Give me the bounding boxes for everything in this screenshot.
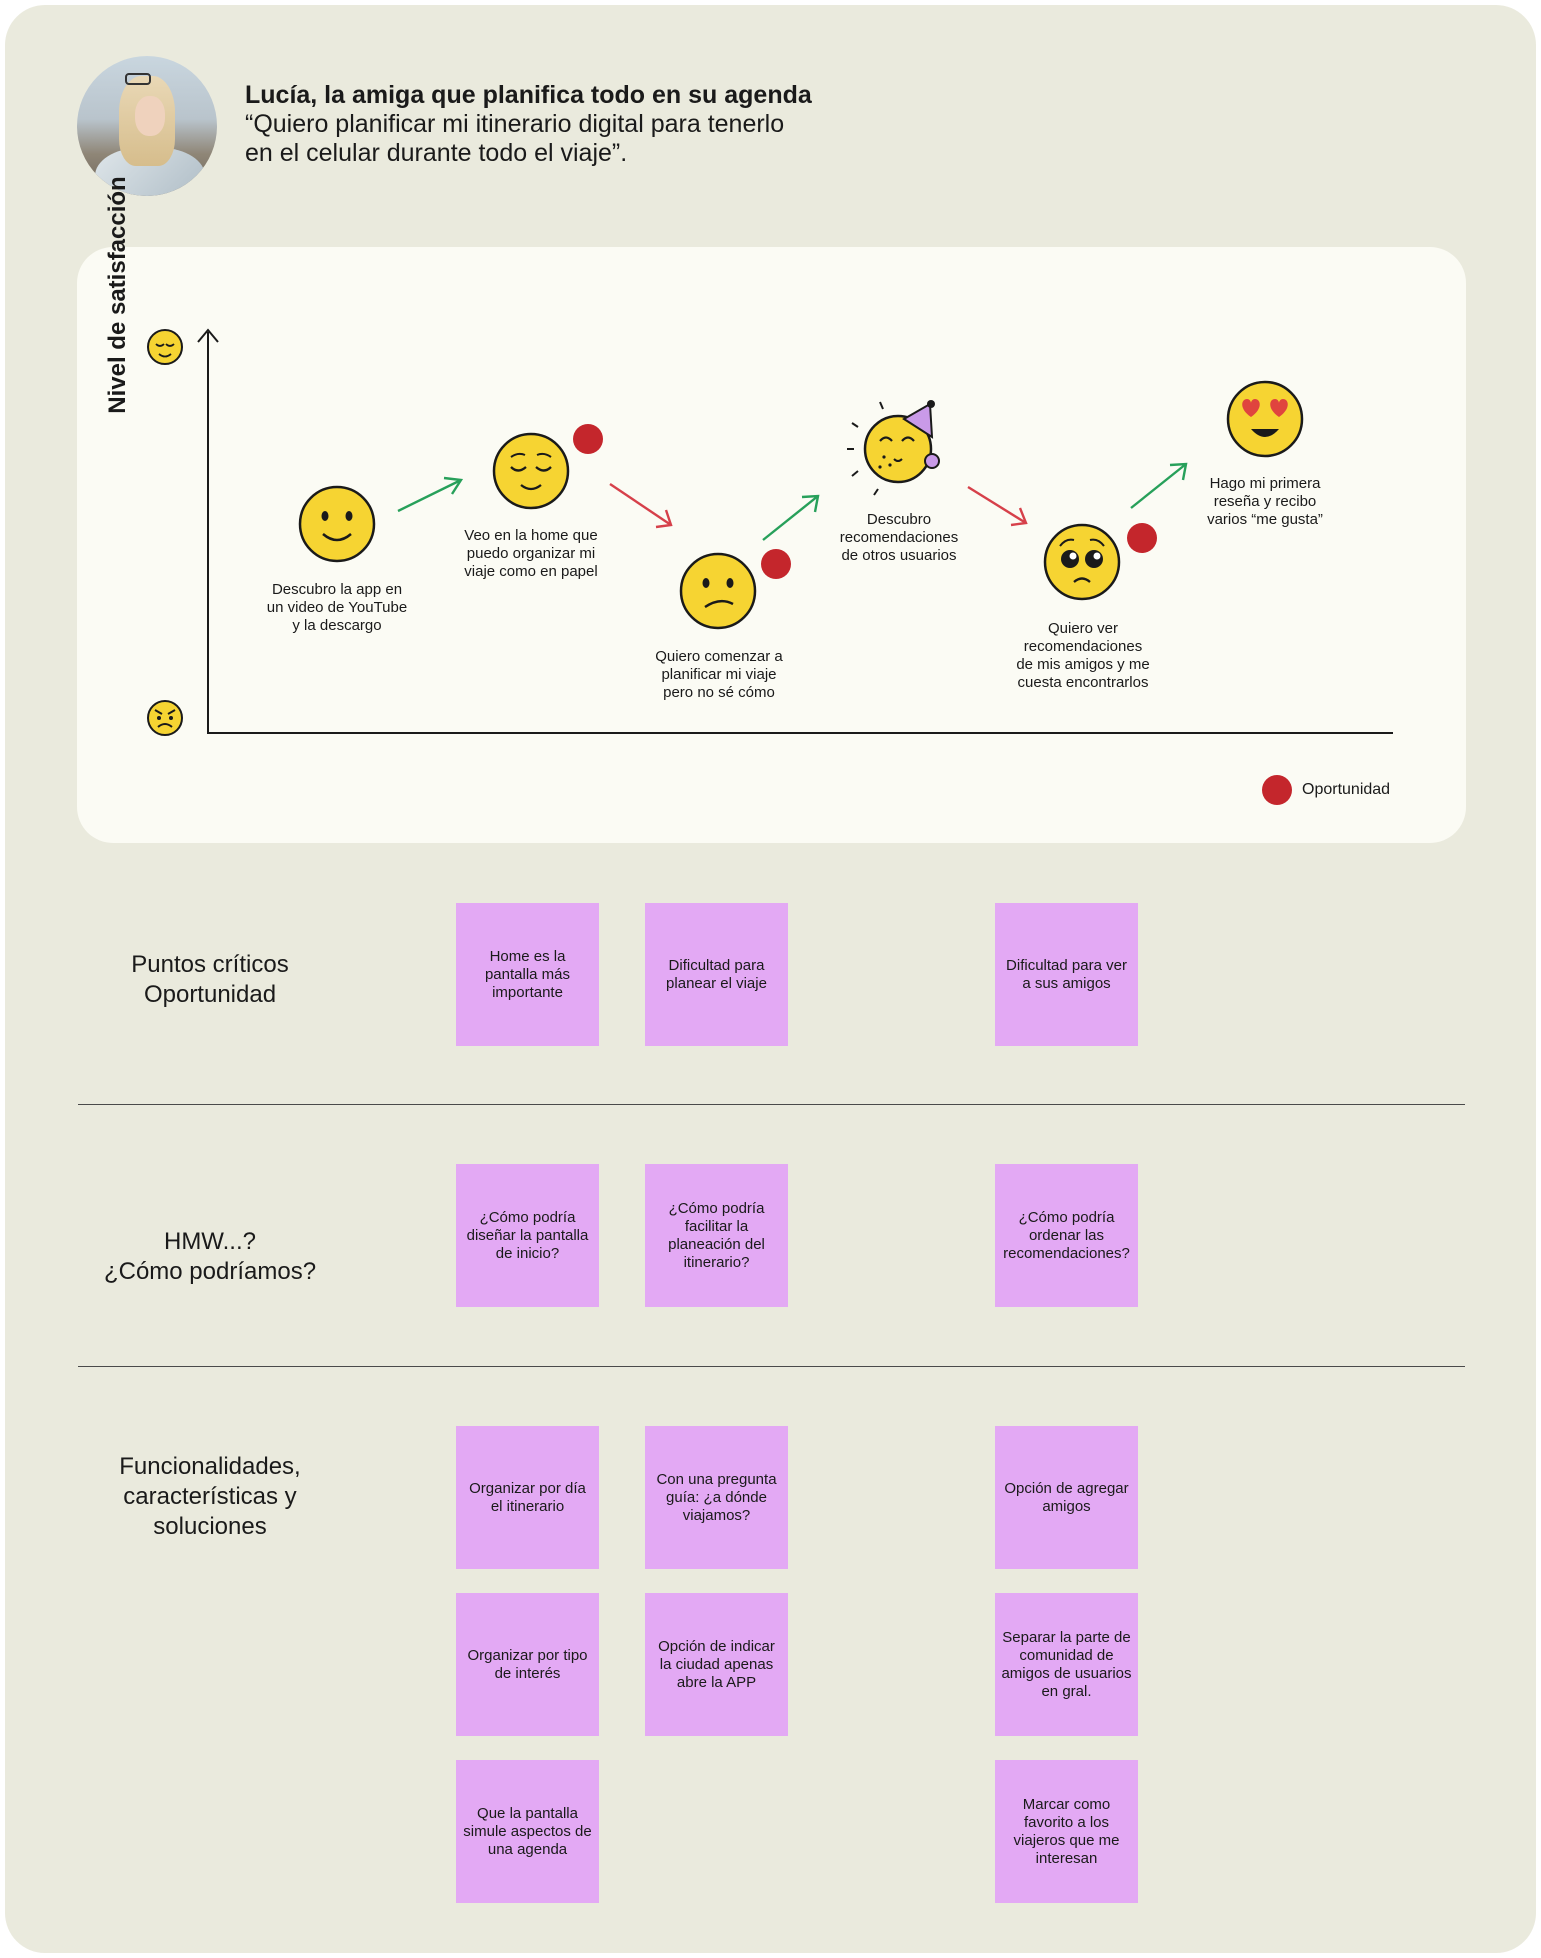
step-label-5: Quiero ver recomendaciones de mis amigos… [1016,620,1150,691]
opportunity-marker [1127,523,1157,553]
persona-quote-line1: “Quiero planificar mi itinerario digital… [245,110,785,138]
trend-up-arrow [762,494,820,541]
section-divider [78,1104,1465,1105]
trend-up-arrow [397,476,464,513]
confused-face-icon [679,552,757,630]
sticky-note: Home es la pantalla más importante [456,903,599,1046]
trend-down-arrow [967,485,1028,527]
partying-face-icon [847,400,940,496]
section-title-features: Funcionalidades, características y soluc… [119,1453,301,1540]
sticky-note: Dificultad para ver a sus amigos [995,903,1138,1046]
sticky-note: Que la pantalla simule aspectos de una a… [456,1760,599,1903]
step-label-1: Descubro la app en un video de YouTube y… [266,581,408,634]
section-title-hmw: HMW...? ¿Cómo podríamos? [103,1228,317,1285]
sticky-note: ¿Cómo podría facilitar la planeación del… [645,1164,788,1307]
smiling-face-icon [298,485,376,563]
chart-legend: Oportunidad [1262,775,1390,805]
y-axis-arrowhead [197,328,219,343]
sticky-note: Organizar por día el itinerario [456,1426,599,1569]
heart-eyes-face-icon [1226,380,1304,458]
sticky-note: Marcar como favorito a los viajeros que … [995,1760,1138,1903]
section-title-critical-points: Puntos críticos Oportunidad [131,951,289,1008]
step-label-6: Hago mi primera reseña y recibo varios “… [1207,475,1323,528]
trend-up-arrow [1130,462,1188,509]
legend-label: Oportunidad [1302,781,1391,798]
opportunity-marker [761,549,791,579]
persona-name: Lucía, la amiga que planifica todo en su… [245,81,812,109]
low-satisfaction-icon [147,700,183,736]
sticky-note: ¿Cómo podría ordenar las recomendaciones… [995,1164,1138,1307]
sticky-note: Con una pregunta guía: ¿a dónde viajamos… [645,1426,788,1569]
sticky-note: Organizar por tipo de interés [456,1593,599,1736]
pleading-face-icon [1043,523,1121,601]
relieved-face-icon [492,432,570,510]
sticky-note: Dificultad para planear el viaje [645,903,788,1046]
persona-quote-line2: en el celular durante todo el viaje”. [245,139,628,167]
step-label-2: Veo en la home que puedo organizar mi vi… [464,527,598,580]
sticky-note: ¿Cómo podría diseñar la pantalla de inic… [456,1164,599,1307]
trend-down-arrow [609,483,673,529]
persona-header: Lucía, la amiga que planifica todo en su… [245,80,945,168]
sticky-note: Opción de agregar amigos [995,1426,1138,1569]
opportunity-legend-dot [1262,775,1292,805]
section-divider [78,1366,1465,1367]
sunglasses-icon [125,73,151,85]
high-satisfaction-icon [147,329,183,365]
sticky-note: Opción de indicar la ciudad apenas abre … [645,1593,788,1736]
sticky-note: Separar la parte de comunidad de amigos … [995,1593,1138,1736]
step-label-4: Descubro recomendaciones de otros usuari… [839,511,959,564]
opportunity-marker [573,424,603,454]
persona-avatar [77,56,217,196]
step-label-3: Quiero comenzar a planificar mi viaje pe… [655,648,783,701]
